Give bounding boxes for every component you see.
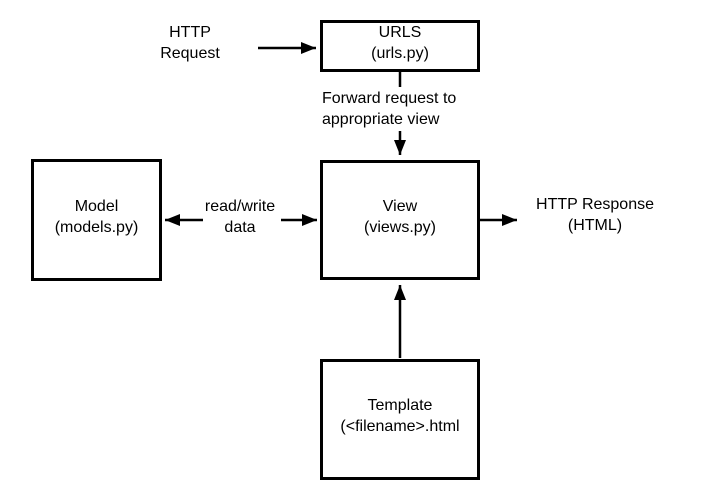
forward-request-label: Forward request to appropriate view: [322, 87, 459, 131]
node-urls-subtitle: (urls.py): [371, 44, 429, 62]
forward-request-label-line1: Forward request to: [322, 90, 457, 107]
node-template-subtitle: (<filename>.html: [340, 418, 460, 435]
forward-request-label-line2: appropriate view: [322, 111, 440, 128]
http-response-label-line2: (HTML): [567, 217, 623, 234]
http-response-label: HTTP Response (HTML): [536, 194, 654, 236]
node-template: Template (<filename>.html: [320, 359, 480, 480]
node-model: Model (models.py): [31, 159, 162, 281]
http-request-label-line1: HTTP: [169, 24, 211, 41]
node-view: View (views.py): [320, 160, 480, 280]
http-response-label-line1: HTTP Response: [536, 196, 654, 213]
node-urls: URLS (urls.py): [320, 20, 480, 72]
read-write-data-label-line2: data: [224, 219, 256, 236]
node-view-title: View: [382, 197, 418, 215]
node-model-subtitle: (models.py): [54, 218, 139, 236]
read-write-data-label: read/write data: [205, 196, 275, 238]
http-request-label-line2: Request: [160, 45, 220, 62]
node-template-title: Template: [367, 397, 433, 414]
http-request-label: HTTP Request: [160, 22, 220, 64]
node-urls-title: URLS: [378, 23, 422, 41]
node-view-subtitle: (views.py): [363, 218, 436, 236]
read-write-data-label-line1: read/write: [204, 198, 276, 215]
node-model-title: Model: [74, 197, 119, 215]
